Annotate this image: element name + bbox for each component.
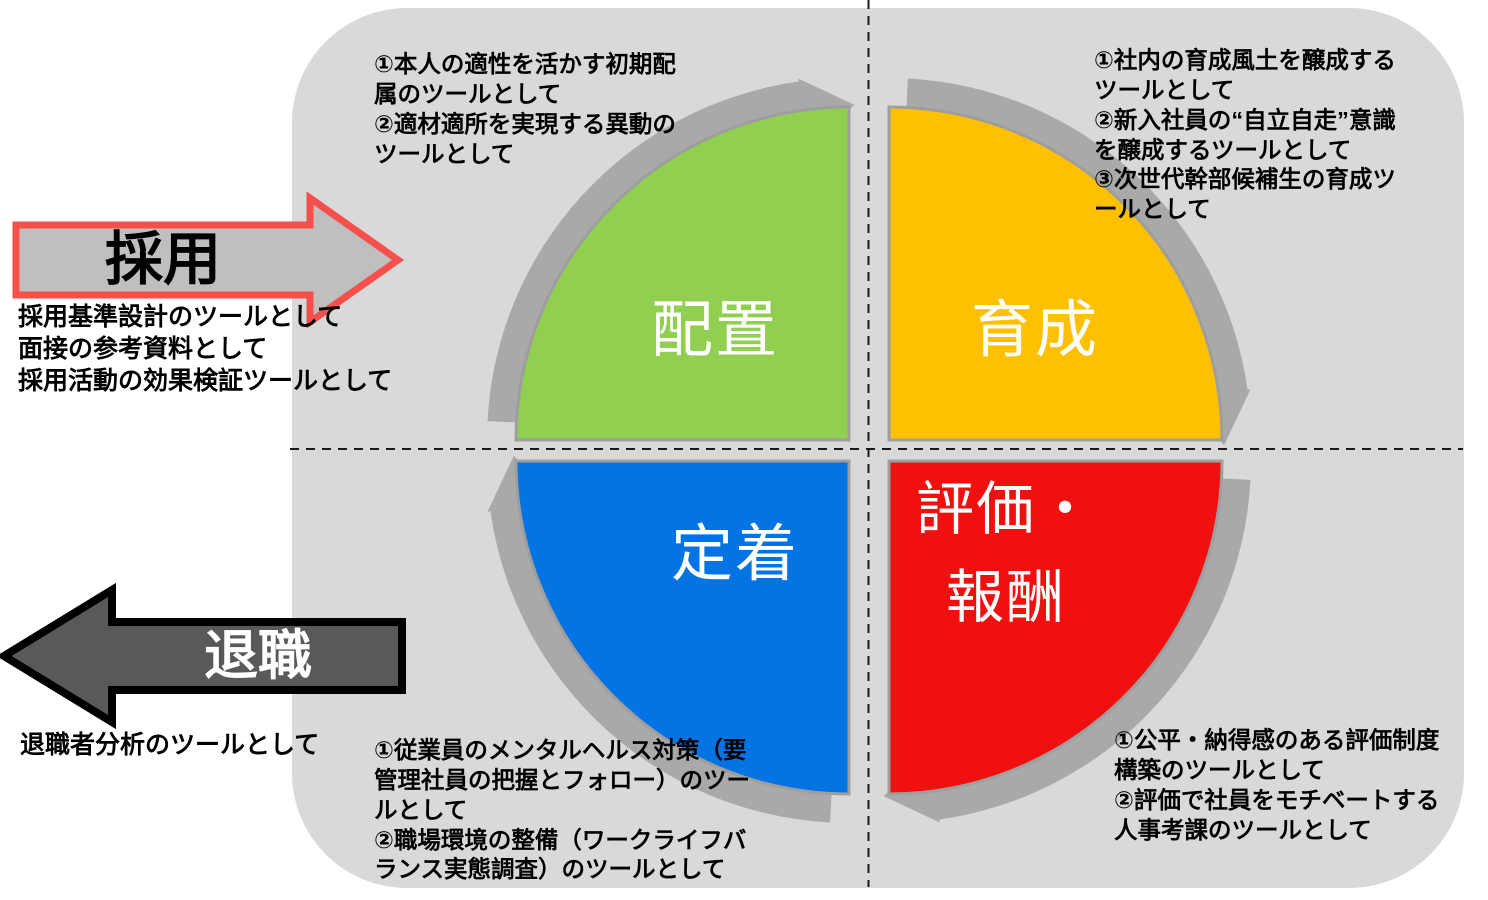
recruit-note: 採用基準設計のツールとして 面接の参考資料として 採用活動の効果検証ツールとして <box>18 303 393 395</box>
placement-note: ①本人の適性を活かす初期配属のツールとして ②適材適所を実現する異動のツールとし… <box>374 51 676 167</box>
retention-label: 定着 <box>670 520 799 589</box>
retention-note: ①従業員のメンタルヘルス対策（要管理社員の把握とフォロー）のツールとして ②職場… <box>374 737 750 883</box>
resign-note: 退職者分析のツールとして <box>20 731 320 759</box>
resign-arrow-label: 退職 <box>204 626 312 686</box>
development-label: 育成 <box>970 296 1099 365</box>
evaluation-label: 評価・ 報酬 <box>915 477 1096 630</box>
recruit-arrow <box>12 191 405 329</box>
development-note: ①社内の育成風土を醸成するツールとして ②新入社員の“自立自走”意識を醸成するツ… <box>1094 47 1396 223</box>
recruit-arrow-label: 採用 <box>104 227 221 292</box>
placement-label: 配置 <box>650 296 779 365</box>
resign-arrow <box>0 582 406 730</box>
evaluation-note: ①公平・納得感のある評価制度構築のツールとして ②評価で社員をモチベートする人事… <box>1114 727 1440 843</box>
